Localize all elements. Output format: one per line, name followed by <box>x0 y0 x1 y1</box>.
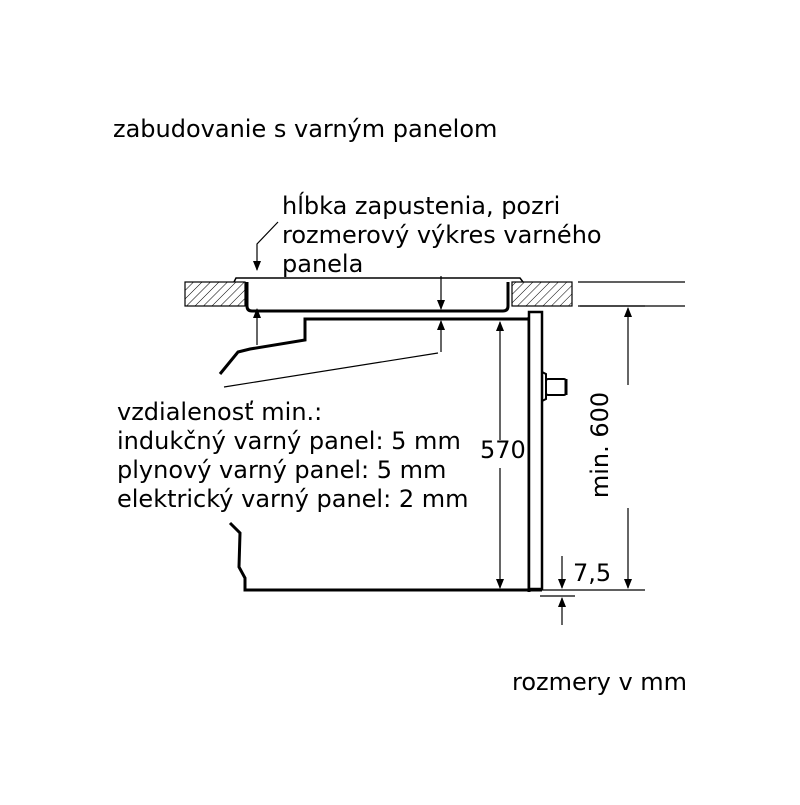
oven-handle <box>545 378 567 396</box>
dimension-600-label: min. 600 <box>586 391 614 499</box>
cooktop-body <box>245 282 510 313</box>
countertop <box>184 281 685 307</box>
countertop-right <box>511 281 573 307</box>
depth-leader-arrow <box>253 221 279 271</box>
clearance-note-line: plynový varný panel: 5 mm <box>117 456 447 484</box>
cooktop-glass <box>233 277 524 283</box>
oven-top-profile <box>218 317 529 375</box>
dimension-570-label: 570 <box>480 436 526 464</box>
units-note: rozmery v mm <box>512 668 688 696</box>
page-title: zabudovanie s varným panelom <box>113 115 498 143</box>
clearance-leader <box>223 352 439 388</box>
oven <box>218 310 568 592</box>
depth-note-line: hĺbka zapustenia, pozri <box>282 192 561 220</box>
depth-note: hĺbka zapustenia, pozri rozmerový výkres… <box>282 192 602 279</box>
cooktop <box>233 277 524 313</box>
clearance-note: vzdialenosť min.: indukčný varný panel: … <box>117 398 468 514</box>
oven-door <box>527 310 544 591</box>
clearance-note-line: vzdialenosť min.: <box>117 398 323 426</box>
depth-note-line: rozmerový výkres varného <box>282 221 602 249</box>
depth-note-line: panela <box>282 250 364 278</box>
dimension-7-5-label: 7,5 <box>573 559 612 587</box>
countertop-left <box>184 281 246 307</box>
clearance-note-line: elektrický varný panel: 2 mm <box>117 485 469 513</box>
dimension-arrows <box>253 221 645 625</box>
clearance-note-line: indukčný varný panel: 5 mm <box>117 427 461 455</box>
oven-bottom-profile <box>228 521 542 592</box>
